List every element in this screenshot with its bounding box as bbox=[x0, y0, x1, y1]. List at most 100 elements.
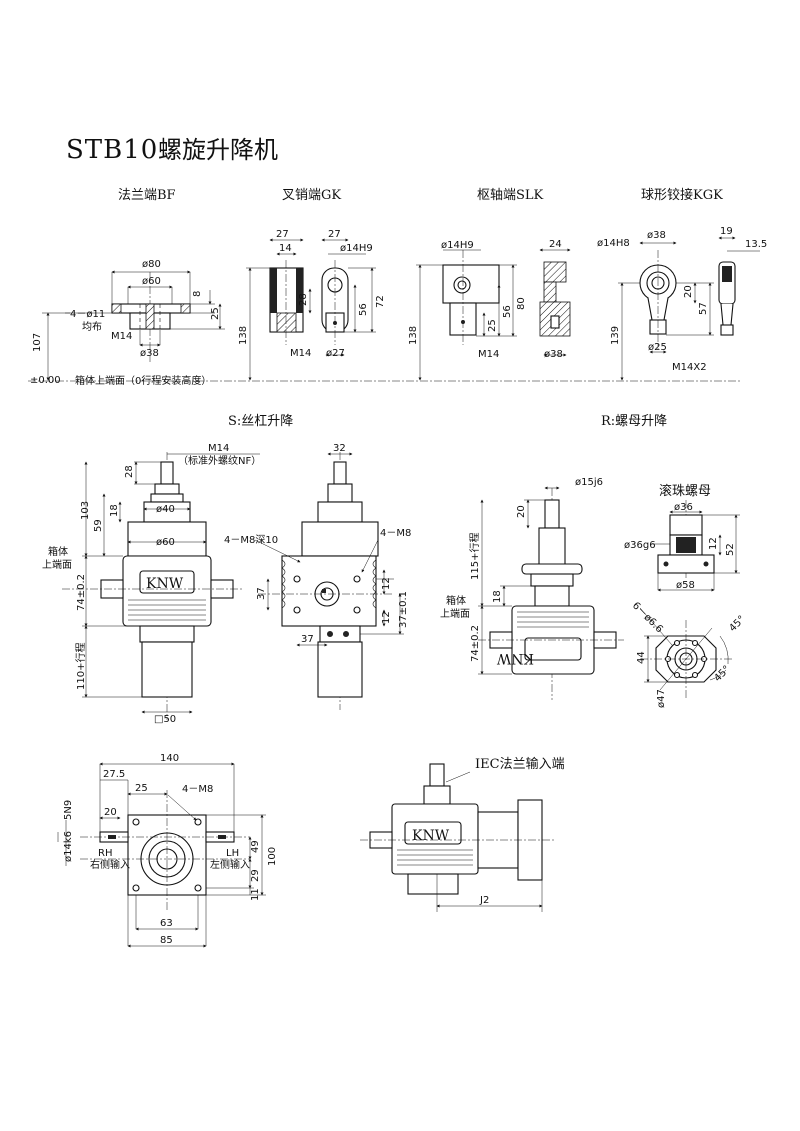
kgk-drawing bbox=[618, 236, 760, 381]
r-h115: 115+行程 bbox=[468, 533, 481, 580]
bf-drawing bbox=[42, 270, 225, 381]
gk-m14: M14 bbox=[290, 348, 311, 359]
tv-m8: 4－M8 bbox=[182, 784, 213, 795]
iec-j2: J2 bbox=[479, 895, 489, 906]
s-logo: KNW bbox=[146, 576, 184, 592]
r-h20: 20 bbox=[516, 505, 527, 518]
gk-h56: 56 bbox=[358, 303, 369, 316]
r-h74: 74±0.2 bbox=[470, 625, 481, 662]
title-name: 螺旋升降机 bbox=[158, 136, 278, 164]
header-bf: 法兰端BF bbox=[118, 188, 176, 203]
slk-d14h9: ø14H9 bbox=[441, 240, 474, 251]
slk-d38: ø38 bbox=[544, 349, 563, 360]
slk-h138: 138 bbox=[408, 326, 419, 345]
kgk-d25: ø25 bbox=[648, 342, 667, 353]
iec-drawing bbox=[360, 763, 555, 912]
section-s-title: S:丝杠升降 bbox=[228, 413, 293, 429]
r-h18: 18 bbox=[492, 590, 503, 603]
s-front-drawing bbox=[62, 452, 260, 720]
flange-holes: 6－ø6.6 bbox=[630, 600, 665, 635]
gk-drawing bbox=[246, 238, 376, 381]
s-w32: 32 bbox=[333, 443, 346, 454]
tv-w63: 63 bbox=[160, 918, 173, 929]
flange-h44: 44 bbox=[636, 651, 647, 664]
kgk-h139: 139 bbox=[610, 326, 621, 345]
bf-h25: 25 bbox=[210, 307, 221, 320]
datum-note: 箱体上端面（0行程安装高度） bbox=[75, 374, 211, 387]
flange-d47: ø47 bbox=[656, 689, 667, 708]
gk-d27: ø27 bbox=[326, 348, 345, 359]
tv-rh-note: 右侧输入 bbox=[90, 858, 130, 871]
flange-end-view bbox=[639, 607, 734, 700]
tv-w275: 27.5 bbox=[103, 769, 125, 780]
bf-m14: M14 bbox=[111, 331, 132, 342]
slk-h80: 80 bbox=[516, 297, 527, 310]
bf-d38: ø38 bbox=[140, 348, 159, 359]
r-logo: KNW bbox=[496, 650, 534, 666]
ball-nut-d58: ø58 bbox=[676, 580, 695, 591]
gk-h72: 72 bbox=[375, 295, 386, 308]
s-d40: ø40 bbox=[156, 504, 175, 515]
s-w37: 37 bbox=[301, 634, 314, 645]
s-h12a: 12 bbox=[381, 577, 392, 590]
s-h59: 59 bbox=[93, 519, 104, 532]
tv-h29: 29 bbox=[250, 869, 261, 882]
r-drawing bbox=[478, 486, 624, 700]
tv-w85: 85 bbox=[160, 935, 173, 946]
ball-nut-h12: 12 bbox=[708, 537, 719, 550]
s-box-label2: 上端面 bbox=[42, 558, 72, 571]
tv-n9: 5N9 bbox=[63, 800, 74, 820]
gk-h28: 28 bbox=[298, 293, 309, 306]
tv-rh: RH bbox=[98, 848, 112, 859]
tv-h11: 11 bbox=[250, 888, 261, 901]
gk-w27: 27 bbox=[276, 229, 289, 240]
ball-nut-d36: ø36 bbox=[674, 502, 693, 513]
bf-h8: 8 bbox=[192, 291, 203, 297]
bf-d80: ø80 bbox=[142, 259, 161, 270]
page-title: STB10 螺旋升降机 bbox=[66, 135, 278, 165]
r-d15: ø15j6 bbox=[575, 477, 603, 488]
s-holes: 4－M8深10 bbox=[224, 534, 278, 546]
kgk-h57: 57 bbox=[698, 302, 709, 315]
gk-d14h9: ø14H9 bbox=[340, 243, 373, 254]
ball-nut-drawing bbox=[650, 500, 740, 592]
r-box-label2: 上端面 bbox=[440, 607, 470, 620]
kgk-d38: ø38 bbox=[647, 230, 666, 241]
kgk-h20: 20 bbox=[683, 285, 694, 298]
bf-h107: 107 bbox=[32, 333, 43, 352]
s-m8: 4－M8 bbox=[380, 528, 411, 539]
slk-h25: 25 bbox=[487, 319, 498, 332]
ball-nut-h52: 52 bbox=[725, 543, 736, 556]
s-h110: 110+行程 bbox=[74, 643, 87, 690]
s-h37b: 37±0.1 bbox=[398, 591, 409, 628]
s-h74: 74±0.2 bbox=[76, 574, 87, 611]
s-h37: 37 bbox=[256, 587, 267, 600]
s-d60: ø60 bbox=[156, 537, 175, 548]
s-box-label: 箱体 bbox=[48, 545, 68, 558]
s-m14: M14 bbox=[208, 443, 229, 454]
tv-w20: 20 bbox=[104, 807, 117, 818]
kgk-w135: 13.5 bbox=[745, 239, 767, 250]
s-side-drawing bbox=[254, 452, 404, 710]
bf-holes-note: 均布 bbox=[82, 321, 102, 333]
tv-d14k6: ø14k6 bbox=[63, 831, 74, 862]
tv-h100: 100 bbox=[267, 847, 278, 866]
s-h28: 28 bbox=[124, 465, 135, 478]
kgk-m14x2: M14X2 bbox=[672, 362, 707, 373]
section-r-title: R:螺母升降 bbox=[601, 414, 667, 429]
kgk-d14h8: ø14H8 bbox=[597, 238, 630, 249]
title-code: STB10 bbox=[66, 135, 158, 165]
header-slk: 枢轴端SLK bbox=[477, 188, 544, 203]
header-gk: 叉销端GK bbox=[282, 188, 341, 203]
flange-a45: 45° bbox=[727, 614, 747, 634]
gk-w27b: 27 bbox=[328, 229, 341, 240]
top-view-drawing bbox=[57, 762, 266, 948]
gk-h138: 138 bbox=[238, 326, 249, 345]
slk-w24: 24 bbox=[549, 239, 562, 250]
tv-h49: 49 bbox=[250, 840, 261, 853]
ball-nut-title: 滚珠螺母 bbox=[659, 483, 711, 499]
iec-title: IEC法兰输入端 bbox=[475, 756, 565, 772]
r-box-label: 箱体 bbox=[446, 594, 466, 607]
tv-lh-note: 左侧输入 bbox=[210, 858, 250, 871]
s-h18: 18 bbox=[109, 504, 120, 517]
